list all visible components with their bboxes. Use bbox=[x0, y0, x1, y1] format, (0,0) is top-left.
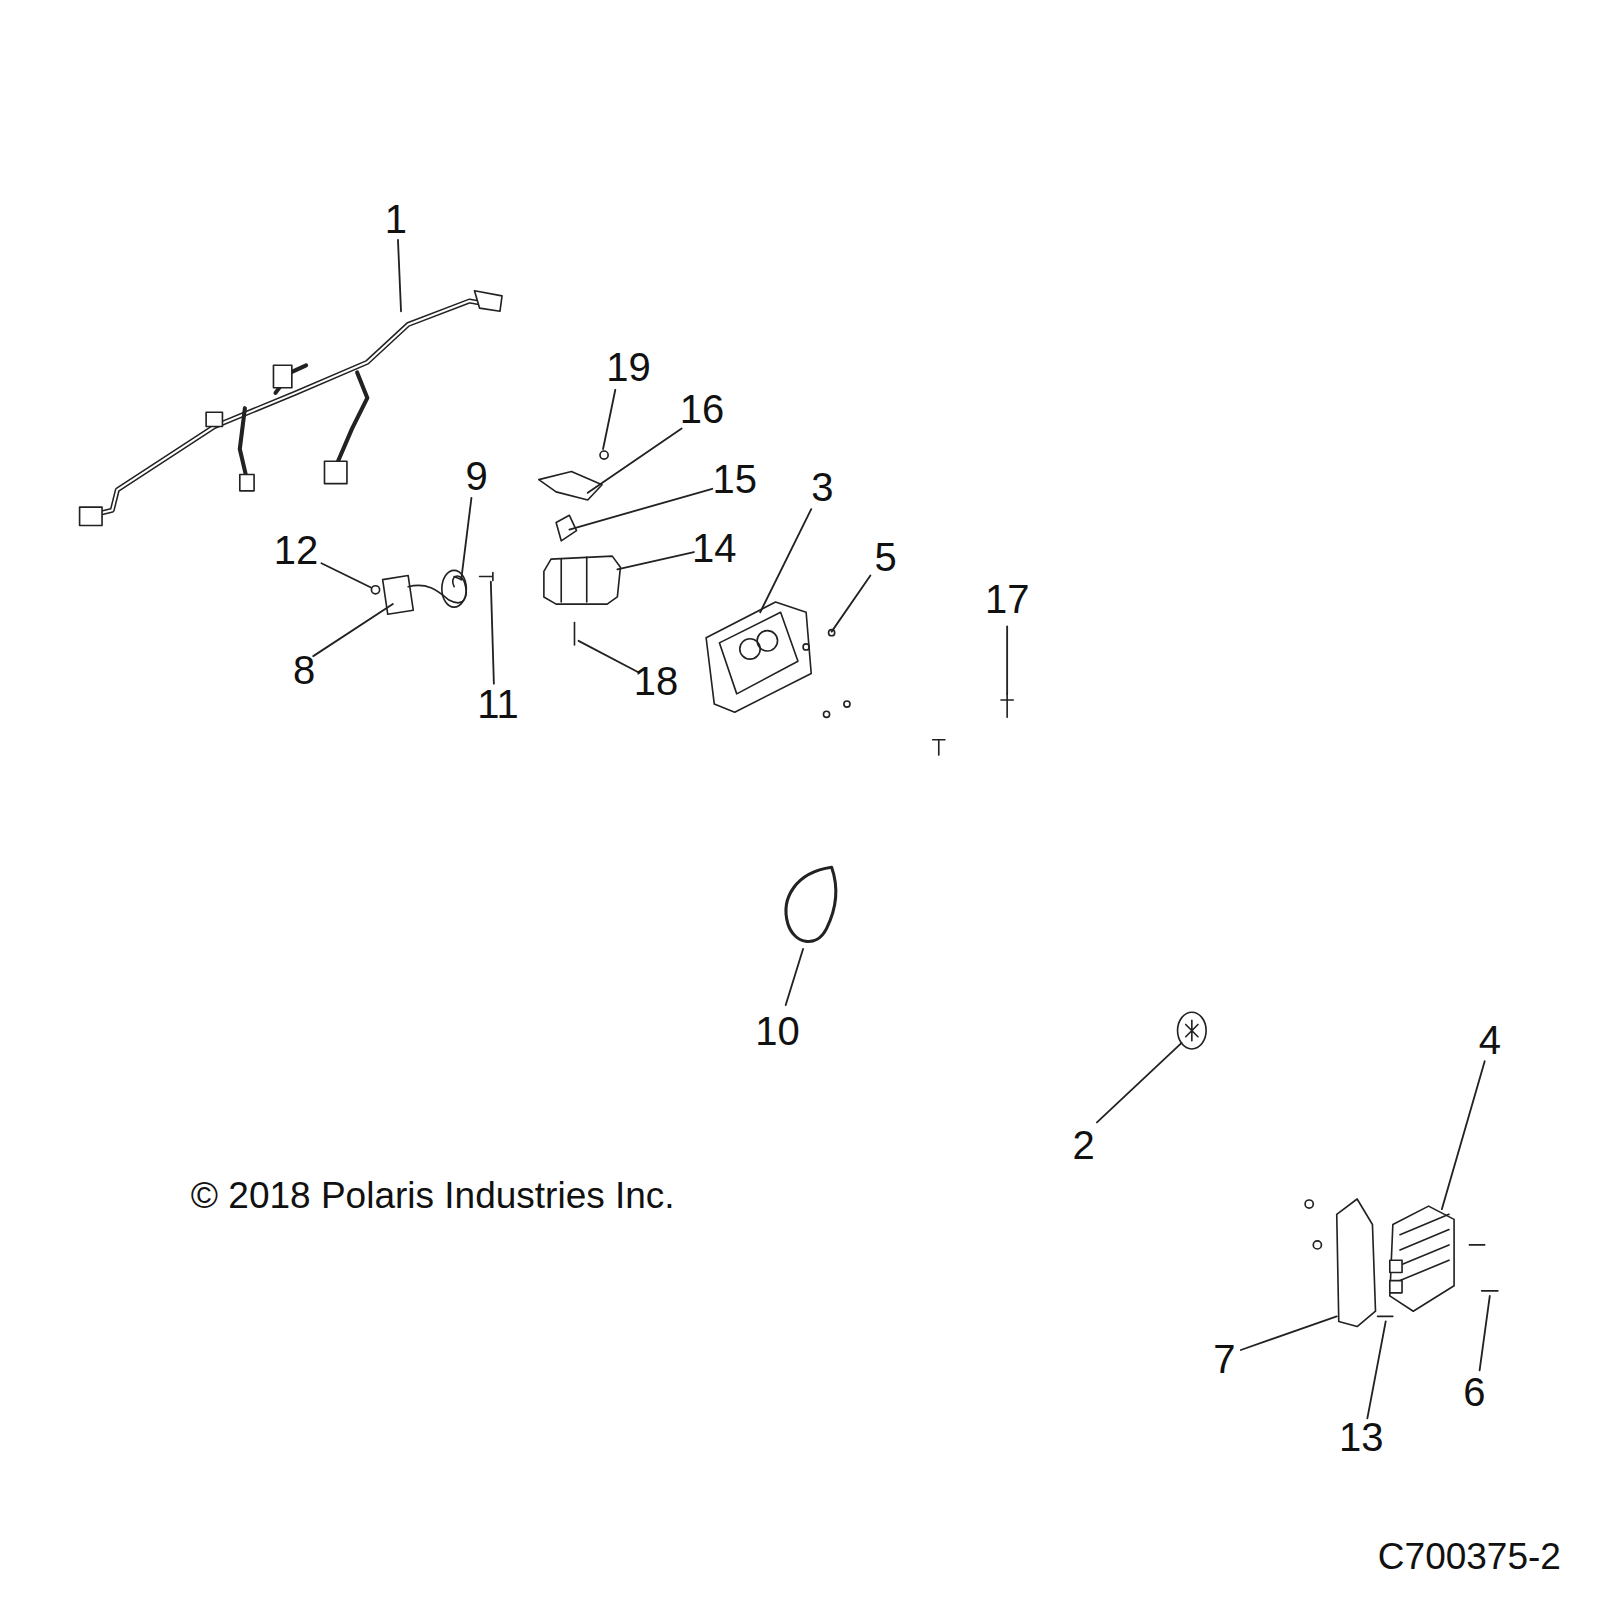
callout-number: 14 bbox=[692, 528, 737, 568]
drawing-number: C700375-2 bbox=[1378, 1538, 1561, 1575]
callout-number: 1 bbox=[385, 199, 407, 239]
ignition-coil bbox=[539, 451, 621, 645]
callout-number: 9 bbox=[465, 456, 487, 496]
sensor-assembly bbox=[371, 570, 492, 614]
callout-number: 10 bbox=[755, 1011, 800, 1051]
callout-number: 4 bbox=[1479, 1020, 1501, 1060]
callout-number: 7 bbox=[1213, 1339, 1235, 1379]
callout-number: 2 bbox=[1073, 1125, 1095, 1165]
callout-number: 5 bbox=[875, 537, 897, 577]
callout-number: 18 bbox=[634, 661, 679, 701]
control-unit bbox=[706, 602, 1013, 755]
callout-number: 12 bbox=[274, 530, 319, 570]
copyright-note: © 2018 Polaris Industries Inc. bbox=[191, 1177, 675, 1214]
wire-harness bbox=[80, 291, 502, 526]
callout-number: 19 bbox=[606, 347, 651, 387]
callout-number: 13 bbox=[1339, 1417, 1384, 1457]
callout-number: 15 bbox=[712, 459, 757, 499]
regulator-assembly bbox=[1305, 1199, 1498, 1327]
callout-number: 16 bbox=[680, 389, 725, 429]
leader-lines bbox=[313, 240, 1490, 1419]
callout-number: 3 bbox=[811, 467, 833, 507]
callout-number: 17 bbox=[985, 579, 1030, 619]
callout-number: 6 bbox=[1463, 1372, 1485, 1412]
callout-number: 8 bbox=[293, 650, 315, 690]
callout-number: 11 bbox=[477, 684, 519, 724]
seal-ring bbox=[786, 867, 836, 941]
